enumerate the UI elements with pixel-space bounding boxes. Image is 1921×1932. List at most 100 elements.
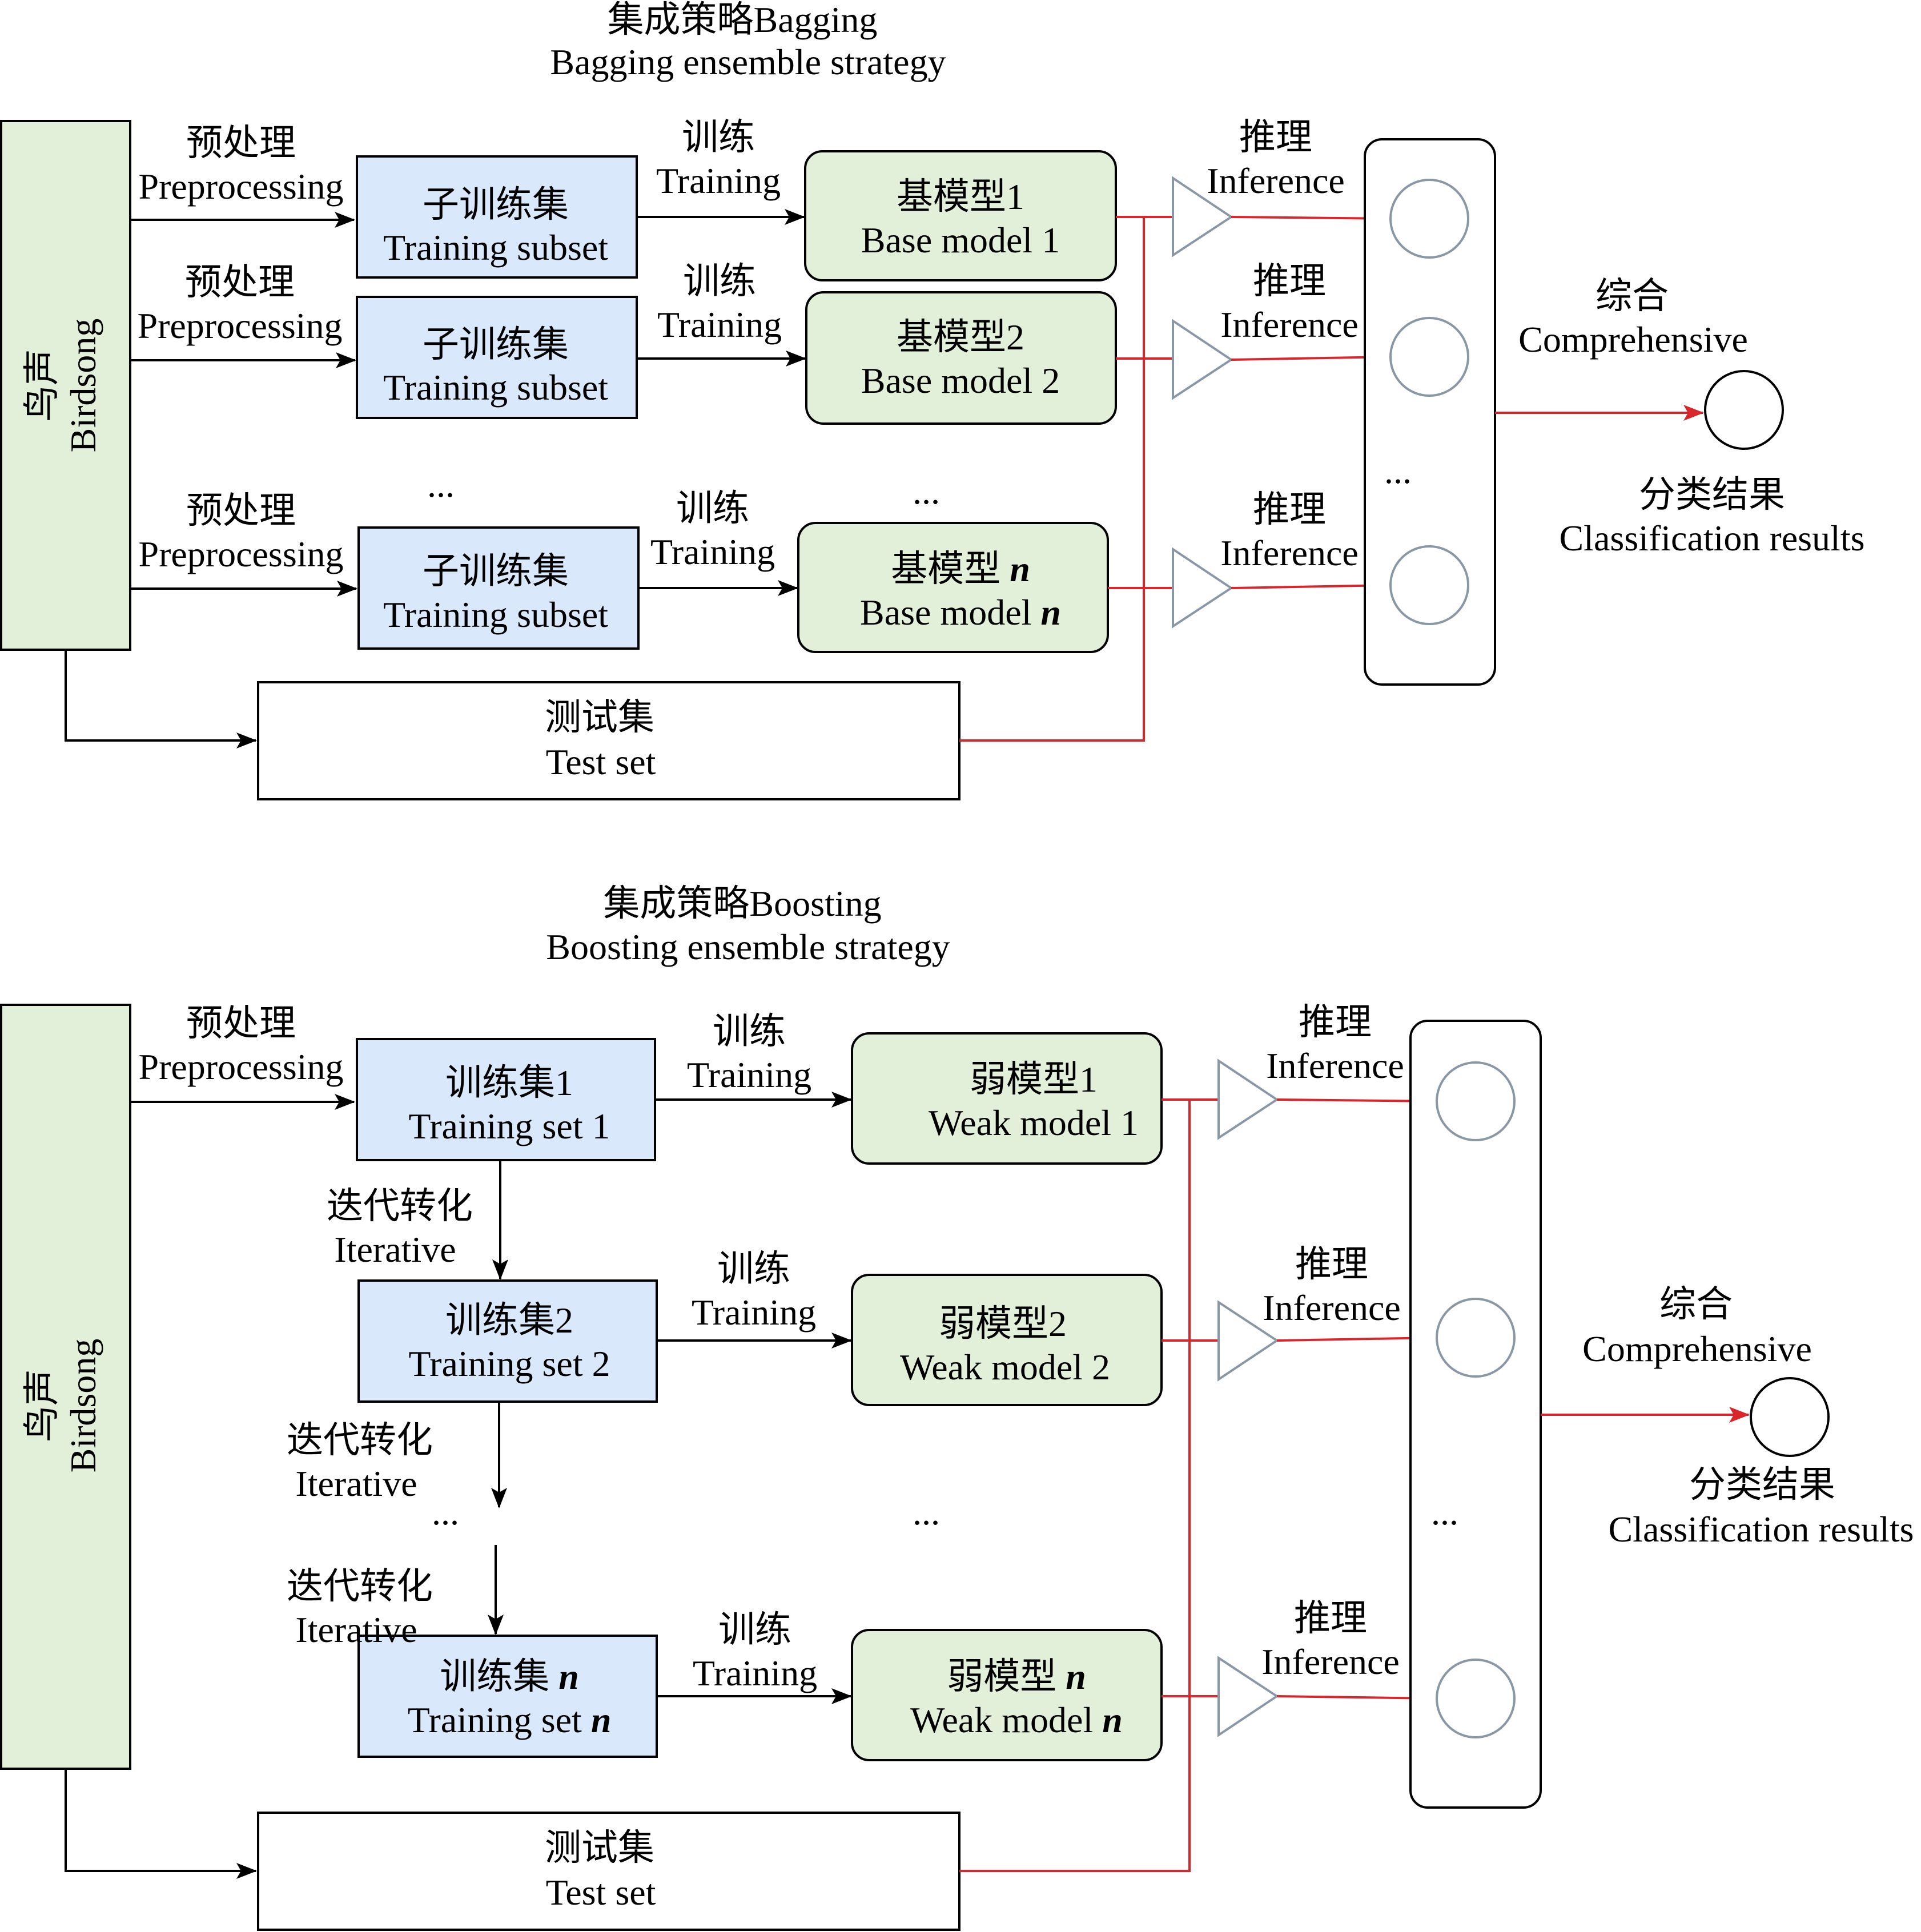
bagging-infer3-cn: 推理 (1253, 489, 1326, 530)
boosting-iter2-cn: 迭代转化 (287, 1420, 433, 1460)
boosting-iter2-en: Iterative (295, 1463, 417, 1504)
bagging-infer1-cn: 推理 (1239, 117, 1312, 158)
bagging-subset-1-cn: 子训练集 (423, 184, 569, 225)
boosting-birdsong-box (0, 1004, 131, 1770)
bagging-pre2-cn: 预处理 (185, 262, 295, 303)
bagging-train3-cn: 训练 (676, 488, 749, 529)
boosting-ellipsis-nodes: ... (1431, 1492, 1458, 1532)
boosting-iter1-en: Iterative (334, 1229, 456, 1270)
boosting-title-en: Boosting ensemble strategy (546, 927, 950, 967)
bagging-result-cn: 分类结果 (1639, 474, 1785, 515)
boosting-infer3-en: Inference (1261, 1641, 1400, 1682)
boosting-train3-en: Training (693, 1653, 817, 1693)
boosting-set-1-box (356, 1038, 656, 1161)
bagging-subset-1-en: Training subset (383, 227, 608, 268)
boosting-set-3-cn: 训练集 n (440, 1656, 579, 1697)
bagging-model-1-cn: 基模型1 (897, 176, 1024, 217)
boosting-iter3-en: Iterative (295, 1609, 417, 1650)
bagging-pre3-en: Preprocessing (138, 534, 343, 574)
bagging-comp-en: Comprehensive (1518, 319, 1748, 360)
boosting-node-3 (1436, 1659, 1516, 1738)
boosting-model-2-cn: 弱模型2 (939, 1303, 1067, 1344)
bagging-infer-arrow-2 (1231, 349, 1391, 365)
bagging-birdsong-label-en: Birdsong (63, 319, 103, 453)
boosting-infer3-cn: 推理 (1294, 1598, 1367, 1639)
boosting-result-en: Classification results (1608, 1509, 1914, 1549)
boosting-pre-en: Preprocessing (138, 1046, 343, 1087)
boosting-source-to-test-arrow (65, 1769, 257, 1879)
bagging-test-en: Test set (546, 742, 656, 782)
boosting-model-3-cn: 弱模型 n (947, 1656, 1086, 1697)
bagging-subset-2-box (356, 296, 638, 419)
bagging-subset-1-box (356, 155, 638, 279)
bagging-result-en: Classification results (1559, 518, 1864, 558)
boosting-set-2-cn: 训练集2 (445, 1300, 573, 1341)
bagging-train1-cn: 训练 (682, 117, 755, 158)
boosting-set-1-cn: 训练集1 (445, 1062, 573, 1103)
boosting-infer2-en: Inference (1263, 1287, 1401, 1328)
bagging-subset-2-cn: 子训练集 (423, 324, 569, 365)
bagging-node-1 (1389, 179, 1469, 259)
boosting-model-1-en: Weak model 1 (929, 1102, 1139, 1143)
bagging-model-1-en: Base model 1 (861, 220, 1060, 260)
boosting-test-cn: 测试集 (545, 1828, 654, 1868)
boosting-triangle-1 (1217, 1058, 1279, 1140)
bagging-ellipsis-models: ... (913, 471, 940, 512)
bagging-infer-arrow-3 (1231, 577, 1391, 594)
bagging-pre3-cn: 预处理 (186, 490, 296, 531)
bagging-train2-cn: 训练 (683, 261, 756, 301)
bagging-triangle-3 (1172, 547, 1233, 629)
boosting-train1-en: Training (687, 1054, 811, 1095)
boosting-comp-en: Comprehensive (1582, 1329, 1812, 1369)
boosting-set-3-en: Training set n (408, 1700, 612, 1740)
bagging-pre2-en: Preprocessing (137, 305, 342, 346)
bagging-infer1-en: Inference (1207, 160, 1345, 201)
bagging-model-3-en: Base model n (860, 592, 1061, 633)
bagging-ellipsis-subsets: ... (427, 464, 455, 505)
bagging-comp-cn: 综合 (1596, 276, 1669, 316)
boosting-iter1-cn: 迭代转化 (327, 1186, 473, 1226)
boosting-red-test-bus (959, 1100, 1191, 1872)
bagging-test-cn: 测试集 (545, 697, 654, 738)
boosting-infer1-en: Inference (1266, 1045, 1404, 1086)
boosting-model-3-en: Weak model n (910, 1700, 1123, 1740)
bagging-node-2 (1389, 317, 1469, 397)
bagging-triangle-2 (1172, 319, 1233, 400)
boosting-triangle-2 (1217, 1300, 1279, 1382)
bagging-subset-3-en: Training subset (383, 594, 608, 635)
bagging-model-2-box (805, 291, 1117, 425)
bagging-pre1-en: Preprocessing (138, 166, 343, 207)
bagging-train3-en: Training (650, 532, 775, 572)
bagging-model-3-cn: 基模型 n (891, 549, 1030, 589)
boosting-set-2-box (357, 1279, 658, 1403)
bagging-infer2-en: Inference (1220, 304, 1359, 345)
bagging-infer-arrow-1 (1231, 210, 1391, 227)
bagging-title-en: Bagging ensemble strategy (550, 42, 946, 82)
boosting-ellipsis-models: ... (913, 1492, 940, 1532)
bagging-subset-2-en: Training subset (383, 367, 608, 408)
boosting-pre-cn: 预处理 (186, 1003, 296, 1044)
boosting-train3-cn: 训练 (718, 1609, 791, 1650)
boosting-train2-cn: 训练 (717, 1249, 790, 1289)
boosting-model-1-cn: 弱模型1 (970, 1059, 1098, 1100)
bagging-infer3-en: Inference (1220, 533, 1359, 573)
boosting-infer-arrow-3 (1276, 1690, 1437, 1706)
bagging-red-test-bus (959, 217, 1145, 742)
bagging-model-2-en: Base model 2 (861, 360, 1060, 401)
bagging-train1-en: Training (656, 160, 781, 201)
boosting-set-1-en: Training set 1 (408, 1106, 610, 1146)
boosting-node-1 (1436, 1061, 1516, 1141)
boosting-birdsong-label-en: Birdsong (63, 1339, 103, 1473)
bagging-result-node (1704, 370, 1784, 450)
boosting-iter3-cn: 迭代转化 (287, 1566, 433, 1607)
bagging-section: 集成策略Bagging Bagging ensemble strategy 鸟声… (0, 0, 1865, 800)
boosting-model-2-en: Weak model 2 (900, 1347, 1110, 1387)
bagging-subset-3-cn: 子训练集 (423, 551, 569, 591)
boosting-train1-cn: 训练 (713, 1011, 786, 1052)
boosting-infer-arrow-1 (1276, 1093, 1437, 1109)
bagging-subset-3-box (357, 526, 640, 650)
boosting-infer-arrow-2 (1276, 1330, 1437, 1346)
bagging-node-3 (1389, 545, 1469, 625)
boosting-result-node (1750, 1377, 1830, 1457)
